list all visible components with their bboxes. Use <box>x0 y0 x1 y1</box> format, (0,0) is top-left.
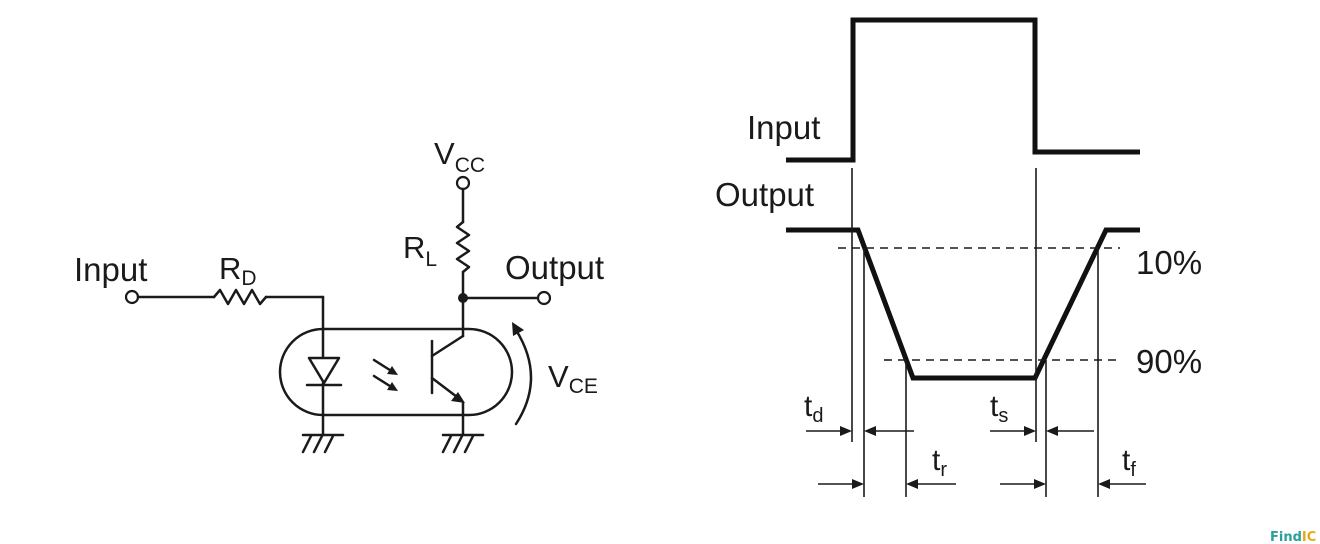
rd-resistor <box>212 288 268 306</box>
rl-label: RL <box>403 230 437 271</box>
timing-diagram: Input Output 10% 90% td tr ts tf <box>715 17 1202 497</box>
input-terminal <box>124 289 140 305</box>
watermark-logo: FindIC <box>1270 530 1316 544</box>
phototransistor-symbol <box>430 296 465 436</box>
ts-label: ts <box>990 390 1008 427</box>
light-arrows <box>372 358 398 391</box>
output-terminal <box>536 290 552 306</box>
timing-output-label: Output <box>715 176 814 213</box>
tf-arrows <box>1000 479 1146 489</box>
vce-arrow <box>512 322 533 426</box>
tr-arrows <box>818 479 956 489</box>
test-circuit: Input RD VCC RL Output VCE <box>74 136 604 454</box>
tr-label: tr <box>932 444 947 481</box>
ts-arrows <box>990 426 1094 436</box>
level-90-label: 90% <box>1136 343 1202 380</box>
ground-symbol-transistor <box>441 433 485 454</box>
vce-label: VCE <box>548 359 598 398</box>
input-waveform <box>786 17 1140 163</box>
ground-symbol-led <box>301 433 345 454</box>
circuit-input-label: Input <box>74 251 147 288</box>
td-label: td <box>804 390 823 427</box>
rd-label: RD <box>219 251 257 290</box>
circuit-output-label: Output <box>505 249 604 286</box>
tf-label: tf <box>1122 444 1136 481</box>
rl-resistor <box>455 220 471 274</box>
output-waveform <box>786 227 1140 381</box>
vcc-label: VCC <box>434 136 485 177</box>
td-arrows <box>806 426 914 436</box>
timing-input-label: Input <box>747 109 820 146</box>
vcc-terminal <box>455 175 471 191</box>
timing-reference-lines <box>851 168 1099 497</box>
optocoupler-package <box>278 327 514 417</box>
led-symbol <box>305 356 343 436</box>
level-10-label: 10% <box>1136 244 1202 281</box>
